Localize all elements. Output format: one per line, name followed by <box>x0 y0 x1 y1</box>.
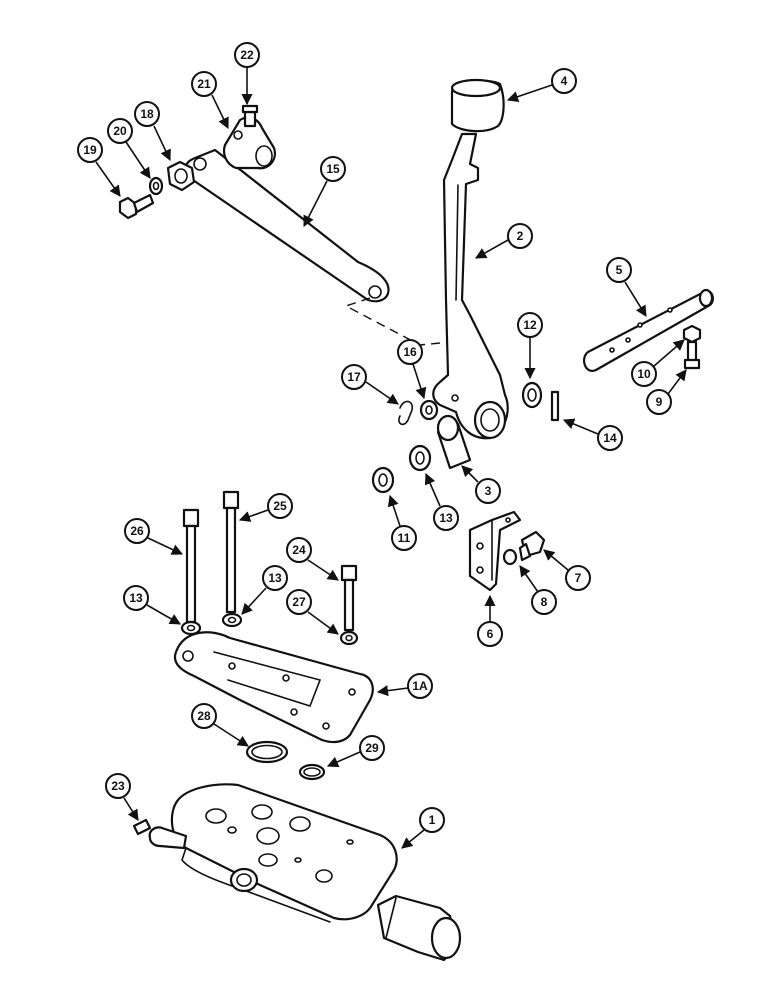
callout-3: 3 <box>461 465 501 504</box>
part-nut-10 <box>682 324 702 344</box>
callout-label-11: 11 <box>398 531 411 545</box>
callout-label-2: 2 <box>517 229 524 243</box>
part-cover-plate <box>173 631 374 744</box>
callout-label-24: 24 <box>292 543 306 557</box>
part-knob <box>450 78 505 133</box>
callout-label-8: 8 <box>541 595 548 609</box>
part-pin <box>550 390 560 422</box>
callout-20: 20 <box>107 118 151 179</box>
callout-19: 19 <box>77 137 121 197</box>
callout-label-21: 21 <box>197 77 211 91</box>
part-bolt-24 <box>340 564 358 632</box>
callout-label-23: 23 <box>111 779 125 793</box>
part-bolt-9 <box>683 340 701 370</box>
callout-17: 17 <box>341 364 399 405</box>
callout-label-6: 6 <box>487 627 494 641</box>
callout-label-14: 14 <box>603 431 617 445</box>
callout-21: 21 <box>191 71 229 130</box>
callout-15: 15 <box>303 156 346 227</box>
part-washer-13c <box>221 612 243 628</box>
callout-label-13-left: 13 <box>129 591 143 605</box>
callout-label-13-upper: 13 <box>439 511 453 525</box>
callout-label-3: 3 <box>485 484 492 498</box>
callout-27: 27 <box>286 589 339 635</box>
callout-label-9: 9 <box>656 395 663 409</box>
part-control-lever <box>432 132 509 440</box>
callout-label-12: 12 <box>523 318 537 332</box>
callout-11: 11 <box>387 494 417 551</box>
part-mounting-bracket <box>468 510 522 592</box>
callout-13-left: 13 <box>123 585 181 625</box>
callout-16: 16 <box>397 339 427 400</box>
part-long-bolt-25 <box>222 490 240 614</box>
part-pin-23 <box>132 818 152 836</box>
callout-23: 23 <box>105 773 139 821</box>
part-washer-8 <box>502 548 518 566</box>
callout-6: 6 <box>477 594 503 647</box>
part-bushing <box>436 414 472 470</box>
callout-label-29: 29 <box>365 741 379 755</box>
callout-26: 26 <box>124 518 184 555</box>
part-washer-16 <box>419 399 439 421</box>
part-cross-shaft <box>583 288 714 372</box>
callout-label-16: 16 <box>403 345 417 359</box>
callout-label-27: 27 <box>292 595 306 609</box>
part-washer-11 <box>371 466 395 494</box>
callout-label-1a: 1A <box>412 679 428 693</box>
callout-12: 12 <box>517 312 543 380</box>
callout-label-10: 10 <box>637 367 651 381</box>
part-o-ring-29 <box>298 763 326 781</box>
part-long-bolt-26 <box>182 508 200 624</box>
callout-label-17: 17 <box>347 370 361 384</box>
callout-29: 29 <box>326 735 385 768</box>
part-washer-13b <box>180 620 202 636</box>
callout-9: 9 <box>646 369 687 415</box>
callout-18: 18 <box>134 101 171 162</box>
callout-5: 5 <box>606 257 647 317</box>
callout-10: 10 <box>631 339 685 387</box>
callout-label-18: 18 <box>140 107 154 121</box>
part-screw-22 <box>241 104 259 128</box>
part-washer-27 <box>339 630 359 646</box>
callout-25: 25 <box>238 493 293 522</box>
part-washer-13a <box>408 444 432 472</box>
callout-label-22: 22 <box>240 48 254 62</box>
callout-13-middle: 13 <box>241 565 288 615</box>
part-bolt-7 <box>518 530 546 562</box>
part-o-ring-28 <box>245 740 289 764</box>
callout-28: 28 <box>191 703 249 747</box>
part-valve-body <box>148 783 462 962</box>
part-bracket <box>222 116 276 170</box>
callout-14: 14 <box>562 418 623 451</box>
callout-2: 2 <box>475 223 533 259</box>
callout-label-5: 5 <box>616 263 623 277</box>
callout-label-1: 1 <box>429 813 436 827</box>
callout-7: 7 <box>543 549 591 591</box>
part-nut <box>166 160 196 192</box>
callout-1: 1 <box>401 807 445 849</box>
callout-label-4: 4 <box>561 74 568 88</box>
callout-label-25: 25 <box>273 499 287 513</box>
callout-label-20: 20 <box>113 124 127 138</box>
callout-label-19: 19 <box>83 143 97 157</box>
callout-label-7: 7 <box>575 571 582 585</box>
callout-24: 24 <box>286 537 339 581</box>
part-bolt-19 <box>118 193 155 220</box>
callout-label-13-middle: 13 <box>268 571 282 585</box>
part-link-bar <box>184 148 390 303</box>
callout-label-28: 28 <box>197 709 211 723</box>
callout-label-26: 26 <box>130 524 144 538</box>
callout-label-15: 15 <box>326 162 340 176</box>
callout-4: 4 <box>506 68 577 103</box>
part-washer-20 <box>148 176 164 196</box>
callout-1a: 1A <box>376 673 433 699</box>
callout-13-upper: 13 <box>424 472 459 531</box>
part-clip <box>398 400 414 426</box>
callout-22: 22 <box>234 42 260 106</box>
callout-8: 8 <box>519 565 557 615</box>
part-washer-12 <box>521 381 543 409</box>
